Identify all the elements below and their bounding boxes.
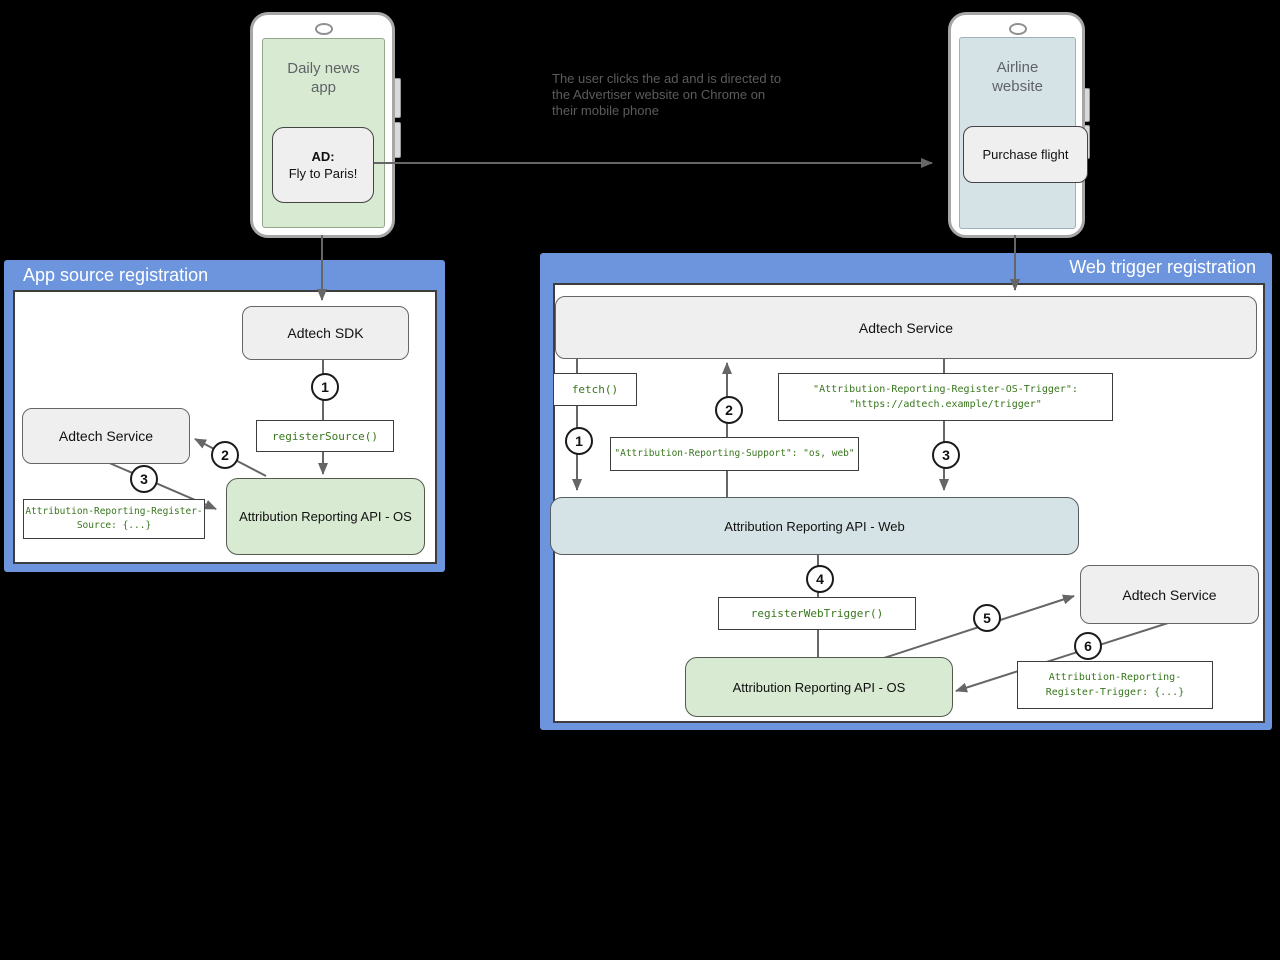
- step-circle-2: 2: [715, 396, 743, 424]
- code-text: fetch(): [571, 383, 619, 396]
- node-label: Attribution Reporting API - Web: [724, 518, 905, 534]
- step-circle-2: 2: [211, 441, 239, 469]
- step-number: 1: [575, 433, 583, 449]
- node-label: Adtech Service: [858, 319, 954, 336]
- step-number: 3: [140, 471, 148, 487]
- code-text: Attribution-Reporting-Register- Source: …: [25, 506, 203, 531]
- step-circle-1: 1: [565, 427, 593, 455]
- ad-text: Fly to Paris!: [288, 166, 358, 181]
- user-flow-annotation: The user clicks the ad and is directed t…: [552, 71, 782, 118]
- node-adtech-service-side: Adtech Service: [1080, 565, 1259, 624]
- phone-camera-icon: [1009, 23, 1027, 35]
- step-number: 6: [1084, 638, 1092, 654]
- step-circle-4: 4: [806, 565, 834, 593]
- purchase-flight-label: Purchase flight: [982, 147, 1069, 162]
- code-register-source-header: Attribution-Reporting-Register- Source: …: [23, 499, 205, 539]
- ad-banner[interactable]: AD: Fly to Paris!: [272, 127, 374, 203]
- code-register-trigger-header: Attribution-Reporting- Register-Trigger:…: [1017, 661, 1213, 709]
- node-label: Attribution Reporting API - OS: [239, 509, 412, 524]
- step-circle-3: 3: [130, 465, 158, 493]
- node-adtech-sdk: Adtech SDK: [242, 306, 409, 360]
- node-label: Attribution Reporting API - OS: [732, 679, 906, 695]
- purchase-flight-button[interactable]: Purchase flight: [963, 126, 1088, 183]
- news-app-title: Daily news app: [287, 60, 360, 96]
- step-number: 1: [321, 379, 329, 395]
- code-text: Attribution-Reporting- Register-Trigger:…: [1045, 672, 1185, 698]
- node-adtech-service-top: Adtech Service: [555, 296, 1257, 359]
- step-number: 5: [983, 610, 991, 626]
- node-adtech-service-left: Adtech Service: [22, 408, 190, 464]
- node-attribution-api-os-right: Attribution Reporting API - OS: [685, 657, 953, 717]
- code-fetch: fetch(): [553, 373, 637, 406]
- code-text: "Attribution-Reporting-Support": "os, we…: [614, 448, 855, 459]
- node-label: Adtech Service: [58, 428, 154, 444]
- code-os-trigger-header: "Attribution-Reporting-Register-OS-Trigg…: [778, 373, 1113, 421]
- code-support-header: "Attribution-Reporting-Support": "os, we…: [610, 437, 859, 471]
- airline-title: Airline website: [992, 59, 1043, 95]
- web-trigger-panel-title: Web trigger registration: [1069, 257, 1256, 277]
- ad-heading: AD:: [311, 149, 335, 164]
- phone-camera-icon: [315, 23, 333, 35]
- code-register-web-trigger: registerWebTrigger(): [718, 597, 916, 630]
- code-text: registerWebTrigger(): [750, 607, 884, 620]
- step-number: 2: [221, 447, 229, 463]
- code-text: "Attribution-Reporting-Register-OS-Trigg…: [813, 384, 1078, 410]
- step-circle-3: 3: [932, 441, 960, 469]
- code-text: registerSource(): [272, 429, 378, 443]
- step-number: 4: [816, 571, 824, 587]
- node-attribution-api-os-left: Attribution Reporting API - OS: [226, 478, 425, 555]
- step-number: 3: [942, 447, 950, 463]
- code-register-source: registerSource(): [256, 420, 394, 452]
- node-label: Adtech Service: [1122, 586, 1217, 603]
- step-circle-6: 6: [1074, 632, 1102, 660]
- node-label: Adtech SDK: [287, 325, 364, 341]
- step-circle-5: 5: [973, 604, 1001, 632]
- node-attribution-api-web: Attribution Reporting API - Web: [550, 497, 1079, 555]
- step-circle-1: 1: [311, 373, 339, 401]
- app-source-panel-title: App source registration: [23, 265, 209, 285]
- step-number: 2: [725, 402, 733, 418]
